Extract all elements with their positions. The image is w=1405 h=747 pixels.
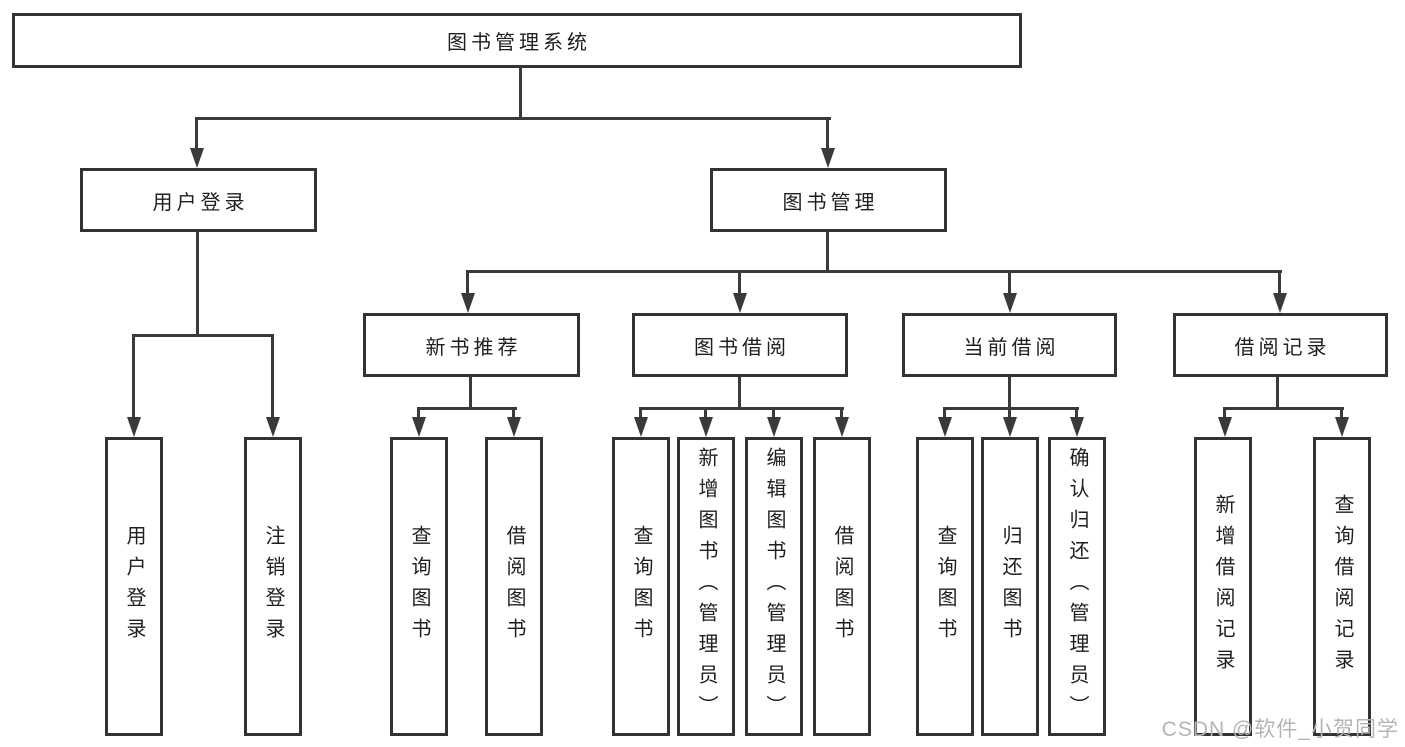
node-return-books: 归还图书 — [981, 437, 1039, 736]
connector-vline — [1223, 407, 1226, 419]
node-new-book-recommendation: 新书推荐 — [363, 313, 580, 377]
connector-vline — [271, 334, 274, 419]
arrow-down-icon — [190, 148, 204, 168]
node-query-books-recommend: 查询图书 — [390, 437, 448, 736]
arrow-down-icon — [127, 417, 141, 437]
arrow-down-icon — [699, 417, 713, 437]
connector-hline — [417, 407, 517, 410]
node-borrowing-records: 借阅记录 — [1173, 313, 1388, 377]
connector-hline — [1223, 407, 1344, 410]
node-user-login-branch: 用户登录 — [80, 168, 317, 232]
connector-vline — [840, 407, 843, 419]
csdn-watermark: CSDN @软件_小贺同学 — [1161, 718, 1399, 741]
connector-vline — [826, 232, 829, 273]
node-current-borrowing: 当前借阅 — [902, 313, 1117, 377]
connector-vline — [772, 407, 775, 419]
node-borrow-books-borrowing: 借阅图书 — [813, 437, 871, 736]
node-library-system: 图书管理系统 — [12, 13, 1022, 68]
node-query-books-current: 查询图书 — [916, 437, 974, 736]
node-confirm-return-admin: 确认归还（管理员） — [1048, 437, 1106, 736]
connector-vline — [1008, 270, 1011, 296]
connector-vline — [1008, 377, 1011, 410]
arrow-down-icon — [1003, 417, 1017, 437]
connector-hline — [943, 407, 1079, 410]
node-query-borrow-record: 查询借阅记录 — [1313, 437, 1371, 736]
node-logout-login: 注销登录 — [244, 437, 302, 736]
arrow-down-icon — [835, 417, 849, 437]
arrow-down-icon — [1003, 293, 1017, 313]
arrow-down-icon — [1218, 417, 1232, 437]
arrow-down-icon — [634, 417, 648, 437]
connector-hline — [466, 270, 1282, 273]
arrow-down-icon — [1335, 417, 1349, 437]
node-borrow-books-recommend: 借阅图书 — [485, 437, 543, 736]
connector-hline — [639, 407, 844, 410]
connector-vline — [738, 377, 741, 410]
node-add-books-admin: 新增图书（管理员） — [677, 437, 735, 736]
arrow-down-icon — [412, 417, 426, 437]
connector-vline — [512, 407, 515, 419]
node-book-management: 图书管理 — [710, 168, 947, 232]
connector-hline — [195, 117, 831, 120]
connector-vline — [519, 68, 522, 120]
arrow-down-icon — [821, 148, 835, 168]
arrow-down-icon — [938, 417, 952, 437]
node-user-login-leaf: 用户登录 — [105, 437, 163, 736]
connector-vline — [1340, 407, 1343, 419]
node-add-borrow-record: 新增借阅记录 — [1194, 437, 1252, 736]
arrow-down-icon — [461, 293, 475, 313]
connector-vline — [1278, 270, 1281, 296]
connector-vline — [1008, 407, 1011, 419]
connector-vline — [943, 407, 946, 419]
arrow-down-icon — [767, 417, 781, 437]
connector-vline — [1276, 377, 1279, 410]
node-book-borrowing: 图书借阅 — [632, 313, 848, 377]
arrow-down-icon — [733, 293, 747, 313]
connector-vline — [466, 270, 469, 296]
connector-vline — [826, 117, 829, 150]
connector-vline — [195, 117, 198, 150]
arrow-down-icon — [507, 417, 521, 437]
arrow-down-icon — [1273, 293, 1287, 313]
node-query-books-borrowing: 查询图书 — [612, 437, 670, 736]
arrow-down-icon — [1070, 417, 1084, 437]
connector-vline — [1075, 407, 1078, 419]
connector-vline — [738, 270, 741, 296]
connector-vline — [469, 377, 472, 410]
connector-vline — [704, 407, 707, 419]
connector-hline — [132, 334, 274, 337]
connector-vline — [639, 407, 642, 419]
connector-vline — [132, 334, 135, 419]
arrow-down-icon — [266, 417, 280, 437]
node-edit-books-admin: 编辑图书（管理员） — [745, 437, 803, 736]
connector-vline — [417, 407, 420, 419]
connector-vline — [196, 232, 199, 337]
